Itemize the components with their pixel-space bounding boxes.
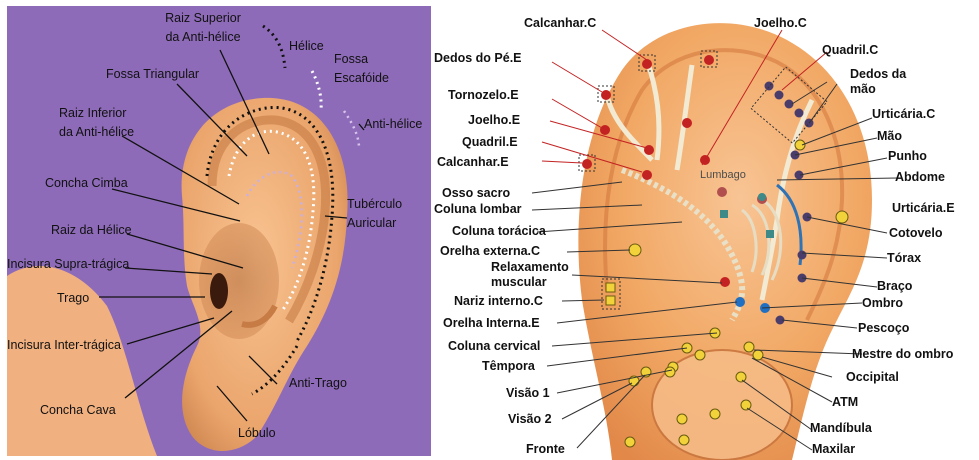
label-occipital: Occipital [846, 370, 899, 384]
label-anti-helice: Anti-hélice [364, 117, 422, 131]
concha-shadow [199, 223, 279, 339]
label-concha-cava: Concha Cava [40, 403, 116, 417]
canal [210, 273, 228, 309]
label-anti-trago: Anti-Trago [289, 376, 347, 390]
label-nariz-interno-c: Nariz interno.C [454, 294, 543, 308]
label-coluna-lombar: Coluna lombar [434, 202, 522, 216]
ear-acupuncture-svg: Calcanhar.C Joelho.C Dedos do Pé.E Quadr… [432, 0, 979, 460]
label-dedos-mao-2: mão [850, 82, 876, 96]
label-helice: Hélice [289, 39, 324, 53]
label-concha-cimba: Concha Cimba [45, 176, 128, 190]
label-relaxamento-2: muscular [491, 275, 547, 289]
label-quadril-c: Quadril.C [822, 43, 878, 57]
label-lobulo: Lóbulo [238, 426, 276, 440]
label-fossa-triangular: Fossa Triangular [106, 67, 199, 81]
legend-lavender-dots [344, 111, 359, 148]
label-ombro: Ombro [862, 296, 903, 310]
label-abdome: Abdome [895, 170, 945, 184]
label-atm: ATM [832, 395, 858, 409]
label-tornozelo-e: Tornozelo.E [448, 88, 519, 102]
label-torax: Tórax [887, 251, 921, 265]
label-mestre-ombro: Mestre do ombro [852, 347, 954, 361]
label-orelha-interna-e: Orelha Interna.E [443, 316, 540, 330]
label-tuberculo-1: Tubérculo [347, 197, 402, 211]
label-coluna-cervical: Coluna cervical [448, 339, 540, 353]
label-mao: Mão [877, 129, 902, 143]
label-urticaria-e: Urticária.E [892, 201, 955, 215]
label-joelho-c: Joelho.C [754, 16, 807, 30]
label-cotovelo: Cotovelo [889, 226, 943, 240]
label-tempora: Têmpora [482, 359, 536, 373]
label-raiz-superior-2: da Anti-hélice [165, 30, 240, 44]
label-raiz-inferior-2: da Anti-hélice [59, 125, 134, 139]
label-fossa-escafoide-1: Fossa [334, 52, 368, 66]
label-visao-1: Visão 1 [506, 386, 550, 400]
label-coluna-toracica: Coluna torácica [452, 224, 547, 238]
label-joelho-e: Joelho.E [468, 113, 520, 127]
label-urticaria-c: Urticária.C [872, 107, 935, 121]
label-raiz-helice: Raiz da Hélice [51, 223, 132, 237]
ear-acupuncture-panel: Calcanhar.C Joelho.C Dedos do Pé.E Quadr… [432, 0, 979, 460]
label-maxilar: Maxilar [812, 442, 855, 456]
label-raiz-superior-1: Raiz Superior [165, 11, 241, 25]
label-calcanhar-e: Calcanhar.E [437, 155, 509, 169]
label-visao-2: Visão 2 [508, 412, 552, 426]
label-fossa-escafoide-2: Escafóide [334, 71, 389, 85]
label-fronte: Fronte [526, 442, 565, 456]
label-orelha-externa-c: Orelha externa.C [440, 244, 540, 258]
label-trago: Trago [57, 291, 89, 305]
ear-anatomy-svg: Raiz Superior da Anti-hélice Hélice Foss… [7, 6, 431, 456]
label-tuberculo-2: Auricular [347, 216, 396, 230]
label-raiz-inferior-1: Raiz Inferior [59, 106, 126, 120]
legend-black-dots [263, 26, 285, 68]
label-calcanhar-c: Calcanhar.C [524, 16, 596, 30]
label-mandibula: Mandíbula [810, 421, 873, 435]
label-incisura-inter: Incisura Inter-trágica [7, 338, 121, 352]
label-osso-sacro: Osso sacro [442, 186, 510, 200]
label-relaxamento-1: Relaxamento [491, 260, 569, 274]
label-braco: Braço [877, 279, 913, 293]
label-dedos-pe-e: Dedos do Pé.E [434, 51, 522, 65]
label-punho: Punho [888, 149, 927, 163]
label-dedos-mao-1: Dedos da [850, 67, 907, 81]
ear-anatomy-panel: Raiz Superior da Anti-hélice Hélice Foss… [7, 6, 431, 456]
label-lumbago: Lumbago [700, 169, 746, 181]
legend-white-dots [312, 71, 321, 110]
label-pescoco: Pescoço [858, 321, 910, 335]
label-quadril-e: Quadril.E [462, 135, 518, 149]
label-incisura-supra: Incisura Supra-trágica [7, 257, 129, 271]
